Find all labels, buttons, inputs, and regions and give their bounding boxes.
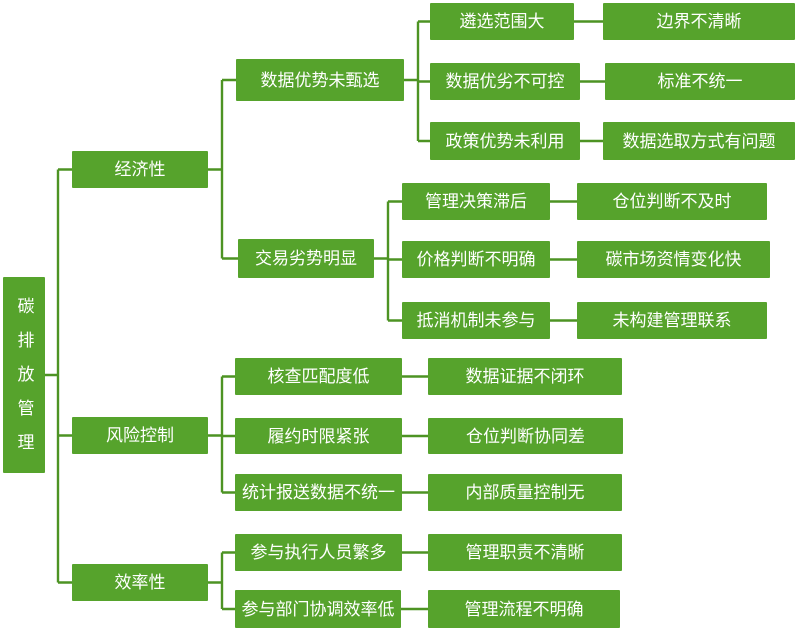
node-statistical-reporting-data-not-unified: 统计报送数据不统一 [235,474,402,511]
node-offset-mechanism-not-involved: 抵消机制未参与 [402,302,550,339]
node-position-judgment-untimely: 仓位判断不及时 [577,183,767,220]
node-department-coordination-low-efficiency: 参与部门协调效率低 [235,590,401,628]
node-data-quality-uncontrollable: 数据优劣不可控 [430,63,580,100]
node-data-evidence-not-closed-loop: 数据证据不闭环 [428,358,622,395]
node-no-internal-quality-control: 内部质量控制无 [428,474,622,511]
node-carbon-market-info-fast-change: 碳市场资情变化快 [577,241,770,278]
node-policy-advantage-unused: 政策优势未利用 [430,122,580,160]
node-management-link-not-built: 未构建管理联系 [577,302,767,339]
node-risk-control: 风险控制 [72,417,208,454]
node-economy: 经济性 [72,151,208,188]
node-many-executing-personnel: 参与执行人员繁多 [235,534,402,571]
node-trading-disadvantage-obvious: 交易劣势明显 [238,239,374,278]
connector-path [45,20,605,611]
node-verification-match-low: 核查匹配度低 [235,358,402,395]
node-position-judgment-poor-coordination: 仓位判断协同差 [428,418,623,454]
node-price-judgment-unclear: 价格判断不明确 [402,241,550,278]
node-selection-scope-large: 遴选范围大 [430,3,574,40]
node-data-selection-method-problem: 数据选取方式有问题 [603,122,795,160]
node-management-responsibility-unclear: 管理职责不清晰 [428,534,622,571]
node-carbon-emission-management: 碳排放管理 [3,277,45,473]
node-data-advantage-not-screened: 数据优势未甄选 [236,59,404,101]
node-management-decision-lag: 管理决策滞后 [402,183,550,220]
node-standard-not-unified: 标准不统一 [605,63,795,100]
node-efficiency: 效率性 [72,564,208,601]
node-compliance-deadline-tight: 履约时限紧张 [235,418,402,454]
node-boundary-unclear: 边界不清晰 [603,3,795,40]
node-management-process-unclear: 管理流程不明确 [428,590,620,628]
